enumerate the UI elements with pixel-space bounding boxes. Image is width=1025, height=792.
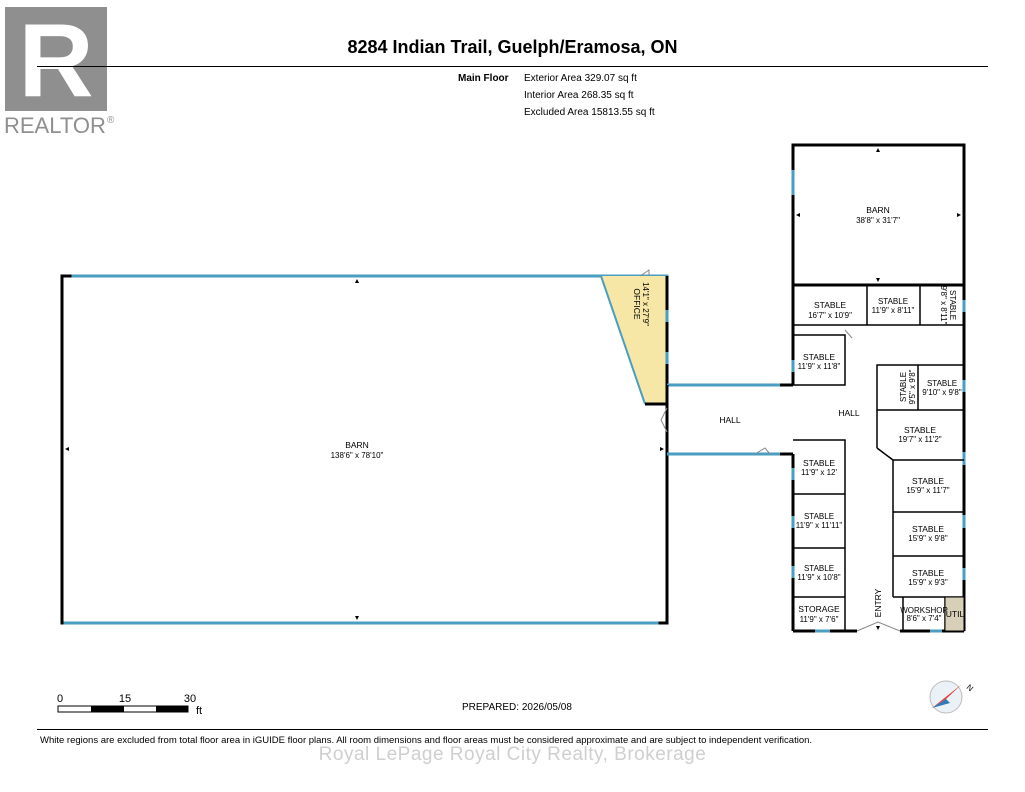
stable-3-dims: 9'8" x 8'11"	[939, 286, 948, 325]
prepared-date: PREPARED: 2026/05/08	[462, 702, 572, 713]
hall-connector-walls	[660, 383, 793, 456]
office-label: OFFICE 14'1" x 27'9"	[632, 282, 650, 326]
bottom-divider	[37, 729, 988, 730]
stable-5-label: STABLE 9'5" x 9'8"	[899, 369, 917, 404]
stable-8-name: STABLE	[803, 458, 835, 468]
entry-label: ENTRY	[873, 588, 883, 617]
logo-text: REALTOR	[4, 113, 106, 138]
top-divider	[37, 66, 988, 67]
stable-7-name: STABLE	[904, 425, 936, 435]
floor-label: Main Floor	[458, 73, 509, 84]
exterior-area: Exterior Area 329.07 sq ft	[524, 73, 637, 84]
compass-icon: N	[929, 680, 975, 714]
util-label: UTIL	[946, 609, 965, 619]
disclaimer: White regions are excluded from total fl…	[40, 735, 813, 746]
stable-1-dims: 16'7" x 10'9"	[808, 311, 852, 320]
stable-10-dims: 11'9" x 11'11"	[796, 521, 843, 530]
scale-tick-0: 0	[57, 693, 63, 705]
barn-large-dims: 138'6" x 78'10"	[331, 451, 384, 460]
stable-8-dims: 11'9" x 12'	[801, 468, 837, 477]
stable-12-name: STABLE	[804, 564, 834, 573]
stable-7-dims: 19'7" x 11'2"	[898, 435, 941, 444]
scale-tick-30: 30	[184, 693, 196, 705]
excluded-area: Excluded Area 15813.55 sq ft	[524, 107, 655, 118]
stable-2-name: STABLE	[878, 297, 908, 306]
stable-partitions	[793, 285, 964, 631]
realtor-logo: R REALTOR ®	[0, 0, 125, 140]
barn-top-dims: 38'8" x 31'7"	[856, 216, 900, 225]
page-title: 8284 Indian Trail, Guelph/Eramosa, ON	[347, 37, 678, 57]
util-room	[944, 596, 965, 632]
stable-13-dims: 15'9" x 9'3"	[908, 578, 948, 587]
barn-large-walls	[60, 274, 669, 625]
dimension-arrows	[65, 148, 961, 630]
registered-mark: ®	[107, 115, 115, 126]
stable-11-name: STABLE	[912, 524, 944, 534]
office-dims: 14'1" x 27'9"	[641, 282, 650, 326]
storage-dims: 11'9" x 7'6"	[800, 615, 839, 624]
stable-5-name: STABLE	[899, 372, 908, 402]
stable-3-label: STABLE 9'8" x 8'11"	[939, 286, 957, 325]
hall-left-label: HALL	[719, 415, 741, 425]
stable-10-name: STABLE	[804, 512, 834, 521]
stable-9-name: STABLE	[912, 476, 944, 486]
hall-right-label: HALL	[838, 408, 860, 418]
stable-9-dims: 15'9" x 11'7"	[906, 486, 949, 495]
scale-bar: 0 15 30 ft	[57, 693, 202, 717]
brokerage-watermark: Royal LePage Royal City Realty, Brokerag…	[318, 744, 707, 765]
logo-letter: R	[18, 3, 93, 119]
compass-north: N	[965, 683, 975, 694]
stable-11-dims: 15'9" x 9'8"	[908, 534, 948, 543]
barn-large-name: BARN	[345, 440, 369, 450]
storage-name: STORAGE	[798, 604, 840, 614]
stable-5-dims: 9'5" x 9'8"	[908, 369, 917, 404]
scale-tick-15: 15	[119, 693, 131, 705]
stable-6-dims: 9'10" x 9'8"	[922, 388, 962, 397]
stable-6-name: STABLE	[927, 379, 957, 388]
stable-2-dims: 11'9" x 8'11"	[872, 306, 915, 315]
stable-3-name: STABLE	[948, 290, 957, 320]
stable-12-dims: 11'9" x 10'8"	[797, 573, 840, 582]
interior-area: Interior Area 268.35 sq ft	[524, 90, 634, 101]
workshop-name: WORKSHOP	[900, 606, 948, 615]
office-name: OFFICE	[632, 288, 642, 319]
office-walls	[600, 269, 669, 406]
stable-13-name: STABLE	[912, 568, 944, 578]
office-room	[601, 276, 667, 404]
barn-top-name: BARN	[866, 205, 890, 215]
stable-4-name: STABLE	[803, 352, 835, 362]
scale-unit: ft	[196, 705, 202, 717]
right-building-walls	[791, 143, 966, 633]
stable-4-dims: 11'9" x 11'8"	[798, 362, 841, 371]
workshop-dims: 8'6" x 7'4"	[907, 614, 942, 623]
stable-1-name: STABLE	[814, 300, 846, 310]
